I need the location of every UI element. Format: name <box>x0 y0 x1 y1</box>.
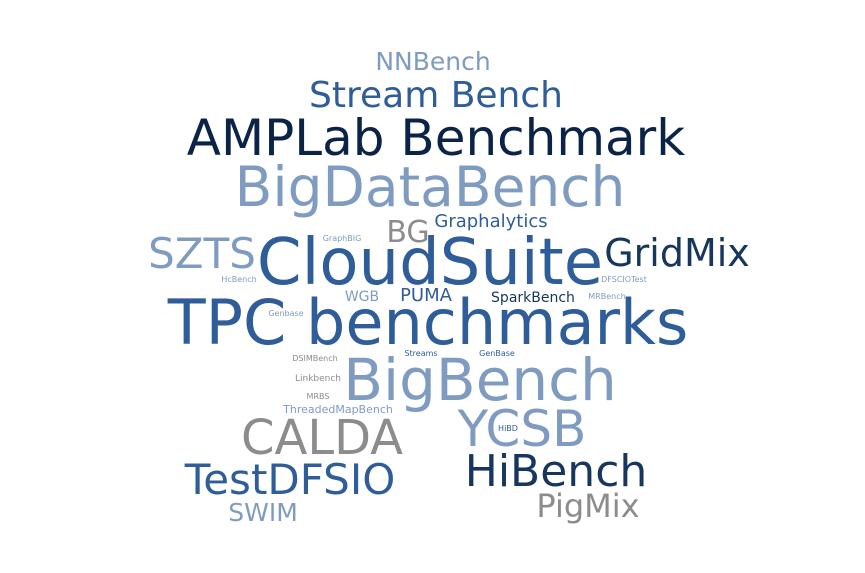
word-bigdatabench: BigDataBench <box>235 155 626 219</box>
word-genbase-caps: GenBase <box>479 349 515 358</box>
word-ycsb: YCSB <box>457 400 587 458</box>
word-bg: BG <box>386 215 429 250</box>
word-linkbench: Linkbench <box>295 374 341 384</box>
word-cloudsuite: CloudSuite <box>257 226 603 300</box>
word-swim: SWIM <box>228 498 298 527</box>
word-tpc-benchmarks: TPC benchmarks <box>167 286 689 359</box>
word-calda: CALDA <box>241 410 403 466</box>
word-bigbench: BigBench <box>343 346 617 414</box>
word-streams: Streams <box>404 349 437 358</box>
word-gridmix: GridMix <box>604 231 750 275</box>
word-genbase-small: Genbase <box>268 309 303 318</box>
word-mrbench: MRBench <box>588 292 625 301</box>
word-szts: SZTS <box>148 229 256 278</box>
word-dsimbench: DSIMBench <box>292 354 337 363</box>
word-hcbench: HcBench <box>221 275 256 284</box>
word-nnbench: NNBench <box>375 47 490 76</box>
word-pigmix: PigMix <box>536 487 639 525</box>
word-puma: PUMA <box>400 285 453 306</box>
word-dfsciotest: DFSCIOTest <box>601 275 647 284</box>
word-graphbig: GraphBIG <box>323 234 362 243</box>
word-threadedmapbench: ThreadedMapBench <box>282 403 393 416</box>
word-stream-bench: Stream Bench <box>309 75 563 116</box>
word-hibd: HiBD <box>498 424 518 433</box>
word-hibench: HiBench <box>465 446 648 497</box>
word-sparkbench: SparkBench <box>491 290 575 306</box>
word-amplab-benchmark: AMPLab Benchmark <box>187 109 685 167</box>
word-wgb: WGB <box>345 289 379 305</box>
word-mrbs: MRBS <box>307 392 330 401</box>
word-graphalytics: Graphalytics <box>434 211 547 232</box>
word-testdfsio: TestDFSIO <box>184 455 396 504</box>
